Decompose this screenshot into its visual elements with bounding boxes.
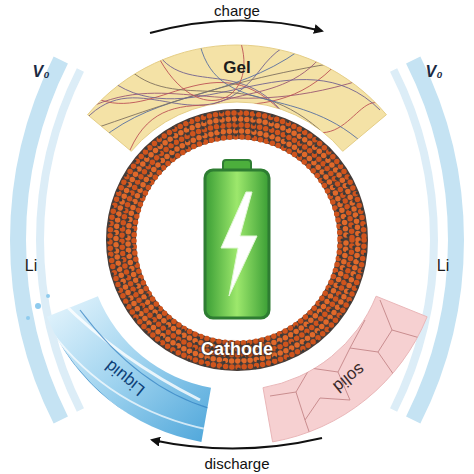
lithium-electrode: Li bbox=[0, 50, 90, 430]
node-label: Gel bbox=[223, 59, 250, 76]
cathode-particles bbox=[116, 119, 358, 361]
voltage-symbol: V₀ bbox=[33, 64, 50, 80]
node-shape bbox=[80, 38, 396, 160]
carbon-particles bbox=[114, 117, 360, 363]
lithium-electrode: Li bbox=[384, 50, 474, 430]
water-drops bbox=[26, 294, 50, 320]
node-label: Cathode bbox=[201, 340, 273, 358]
process-label: charge bbox=[214, 3, 260, 18]
node-shape bbox=[0, 50, 90, 430]
water-waves bbox=[45, 300, 215, 445]
discharge-arrow bbox=[152, 438, 322, 449]
process-label: discharge bbox=[204, 456, 269, 471]
solid-cracks bbox=[270, 300, 425, 440]
cathode-particles bbox=[122, 125, 352, 355]
carbon-particles bbox=[108, 111, 366, 369]
cathode-particles bbox=[134, 137, 340, 343]
cathode-ring bbox=[121, 124, 353, 356]
carbon-particles bbox=[126, 129, 348, 351]
node-shape bbox=[384, 50, 474, 430]
electrolyte-band: Gel bbox=[80, 38, 396, 160]
electrolyte-band: Liquid bbox=[15, 288, 220, 453]
cathode-particles bbox=[110, 113, 364, 367]
liquid-band bbox=[47, 296, 211, 442]
cathode-ring: Cathode bbox=[104, 107, 370, 373]
charge-arrow bbox=[150, 20, 322, 33]
solid-band bbox=[263, 296, 427, 442]
electrolyte-band: solid bbox=[255, 288, 435, 453]
voltage-symbol: V₀ bbox=[426, 64, 443, 80]
cathode-particles bbox=[128, 131, 346, 349]
battery-icon bbox=[205, 160, 269, 318]
node-label: Li bbox=[25, 258, 37, 274]
node-shape bbox=[104, 107, 370, 373]
carbon-particles bbox=[132, 135, 342, 345]
carbon-particles bbox=[120, 123, 354, 357]
node-label: Li bbox=[437, 258, 449, 274]
